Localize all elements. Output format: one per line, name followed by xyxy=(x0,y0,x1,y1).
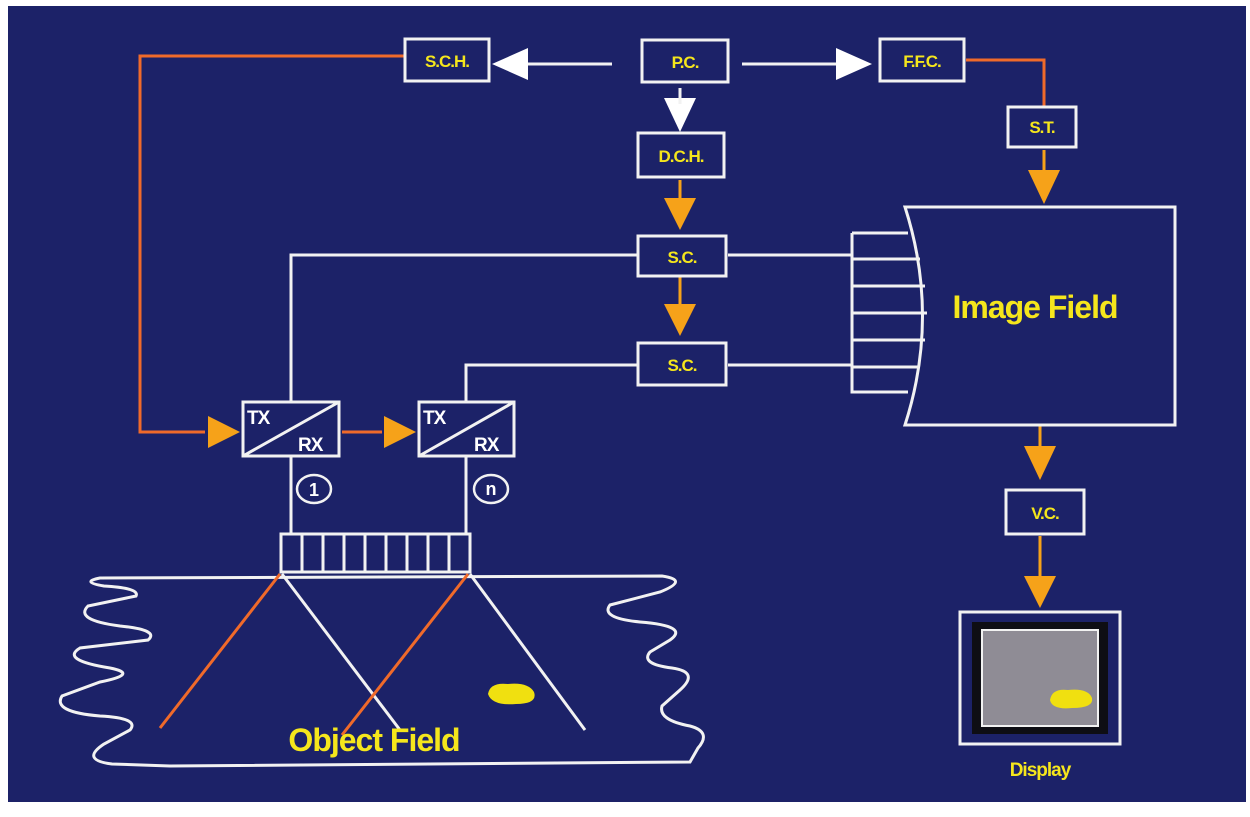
sc-label-1: S.C. xyxy=(667,248,696,267)
image-field xyxy=(850,205,1177,427)
dch-label: D.C.H. xyxy=(659,147,704,166)
sc-box-2 xyxy=(636,341,728,387)
display-label: Display xyxy=(1010,760,1072,781)
channel-1-index: 1 xyxy=(309,480,319,500)
object-field-label: Object Field xyxy=(288,722,459,758)
transducer-1-rx: RX xyxy=(298,435,324,456)
dch-box xyxy=(636,131,726,179)
display-monitor xyxy=(958,610,1122,746)
channel-n-marker xyxy=(472,473,510,505)
st-label: S.T. xyxy=(1029,118,1055,137)
image-field-label: Image Field xyxy=(952,289,1117,325)
object-field-beams xyxy=(158,573,587,736)
st-box xyxy=(1006,105,1078,149)
flow-arrows xyxy=(208,150,1060,608)
sc-box-1 xyxy=(636,234,728,278)
ffc-box xyxy=(878,37,966,83)
sch-box xyxy=(403,37,491,83)
transducer-n-tx: TX xyxy=(423,408,447,429)
channel-n-index: n xyxy=(486,479,497,499)
signal-lines xyxy=(138,54,1046,434)
white-arrowheads xyxy=(492,48,872,132)
vc-box xyxy=(1004,488,1086,536)
channel-1-marker xyxy=(295,473,333,505)
transducer-1-tx: TX xyxy=(247,408,271,429)
linear-array xyxy=(279,532,472,574)
display-target xyxy=(1050,689,1093,709)
transducer-n xyxy=(417,400,516,458)
pc-label: P.C. xyxy=(672,53,699,72)
transducer-1 xyxy=(241,400,341,458)
vc-label: V.C. xyxy=(1031,504,1059,523)
sc-label-2: S.C. xyxy=(667,356,696,375)
sch-label: S.C.H. xyxy=(425,52,469,71)
object-field-outline xyxy=(58,574,705,768)
pc-box xyxy=(640,38,730,84)
ffc-label: F.F.C. xyxy=(903,52,941,71)
transducer-n-rx: RX xyxy=(474,435,500,456)
white-connectors xyxy=(289,62,852,534)
object-target xyxy=(488,683,535,705)
